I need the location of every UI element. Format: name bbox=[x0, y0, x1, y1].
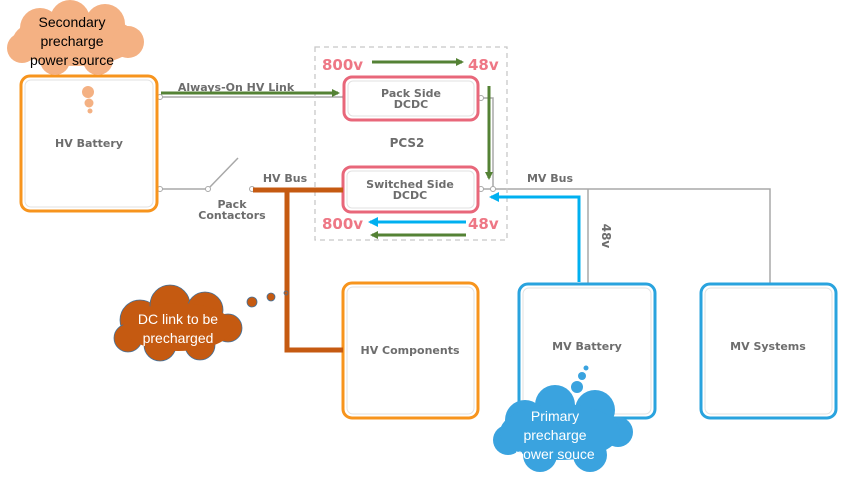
cloud-text: precharged bbox=[143, 330, 214, 346]
hv-components-label: HV Components bbox=[361, 344, 460, 357]
pcs2-label: PCS2 bbox=[390, 136, 425, 150]
dc-link-cloud: DC link to be precharged bbox=[113, 284, 289, 362]
mv-battery-label: MV Battery bbox=[552, 340, 622, 353]
pack-side-label-2: DCDC bbox=[394, 98, 428, 111]
terminal bbox=[205, 186, 211, 192]
cloud-text: Primary bbox=[531, 408, 579, 424]
cloud-text: precharge bbox=[523, 427, 586, 443]
hv-components-block[interactable]: HV Components bbox=[341, 281, 480, 420]
always-on-label: Always-On HV Link bbox=[178, 81, 295, 94]
pack-contactors-label: Pack bbox=[217, 198, 247, 211]
hv-bus-label: HV Bus bbox=[263, 172, 308, 185]
blue-flow-arrows bbox=[368, 192, 581, 282]
terminal bbox=[490, 186, 496, 192]
mv-voltage-label: 48v bbox=[599, 224, 613, 249]
cloud-text: DC link to be bbox=[138, 311, 218, 327]
top-48v: 48v bbox=[468, 56, 499, 74]
pack-side-dcdc-block[interactable]: Pack Side DCDC bbox=[342, 75, 480, 122]
switched-side-label: Switched Side bbox=[366, 178, 454, 191]
contactor-switch bbox=[207, 157, 239, 190]
cloud-text: precharge bbox=[40, 33, 103, 49]
green-flow-arrows bbox=[161, 58, 493, 239]
mv-systems-block[interactable]: MV Systems bbox=[699, 282, 838, 420]
pcs2-enclosure bbox=[314, 46, 508, 241]
cloud-text: power source bbox=[30, 52, 114, 68]
pcs-link-wire bbox=[478, 97, 494, 189]
hv-battery-block[interactable]: HV Battery bbox=[19, 74, 159, 213]
cloud-text: power souce bbox=[515, 446, 595, 462]
pack-contactors-label-2: Contactors bbox=[198, 209, 266, 222]
mv-bus-wire bbox=[478, 188, 771, 283]
cloud-text: Secondary bbox=[39, 14, 106, 30]
pack-side-label: Pack Side bbox=[381, 87, 441, 100]
mv-battery-block[interactable]: MV Battery bbox=[517, 282, 657, 420]
top-800v: 800v bbox=[322, 56, 363, 74]
switched-side-label-2: DCDC bbox=[393, 189, 427, 202]
bottom-800v: 800v bbox=[322, 215, 363, 233]
mv-systems-label: MV Systems bbox=[730, 340, 806, 353]
blue-arrow-mv bbox=[489, 192, 581, 282]
secondary-source-cloud: Secondary precharge power source bbox=[7, 0, 144, 114]
hv-battery-label: HV Battery bbox=[55, 137, 123, 150]
primary-source-cloud: Primary precharge power souce bbox=[493, 365, 633, 472]
switched-side-dcdc-block[interactable]: Switched Side DCDC bbox=[341, 165, 480, 214]
hv-bus-highlight bbox=[253, 187, 343, 353]
mv-bus-label: MV Bus bbox=[527, 172, 574, 185]
bottom-48v: 48v bbox=[468, 215, 499, 233]
